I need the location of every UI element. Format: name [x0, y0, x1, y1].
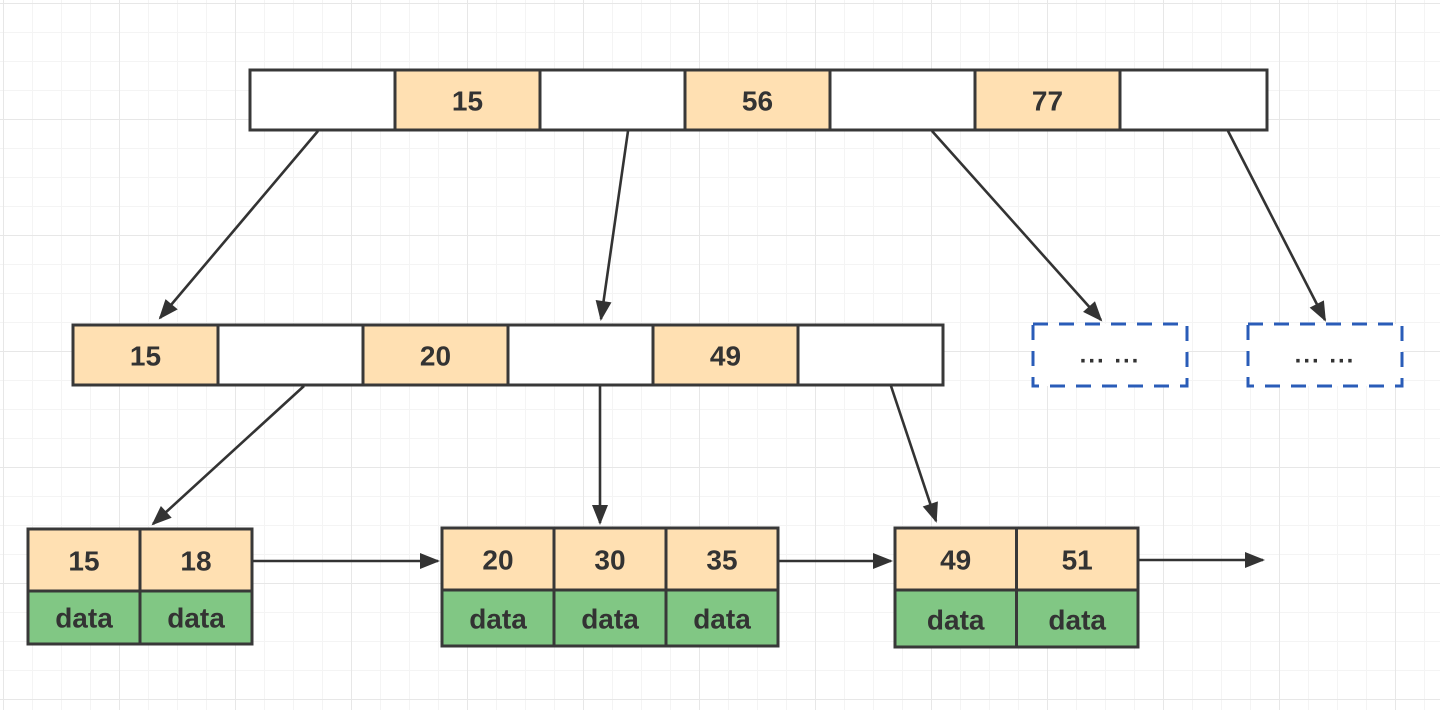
leaf-data-label: data: [55, 603, 113, 634]
pointer-arrow-root-to-overflow-1: [931, 130, 1103, 322]
leaf-key-label: 35: [706, 545, 737, 576]
root-pointer-cell: [538, 68, 687, 132]
leaf-data-label: data: [469, 604, 527, 635]
leaf-data-cell: [1015, 588, 1140, 649]
root-pointer-cell: [828, 68, 977, 132]
leaf-node-1: 15 18 data data: [26, 527, 254, 646]
overflow-box: [1246, 322, 1404, 388]
internal-key-cell: [361, 323, 510, 387]
root-key-label: 77: [1032, 86, 1063, 117]
pointer-arrow-root-to-overflow-2: [1226, 130, 1327, 322]
leaf-key-cell: [1015, 526, 1140, 592]
internal-key-label: 20: [420, 341, 451, 372]
overflow-node-2: ... ...: [1246, 322, 1404, 388]
leaf-key-label: 18: [180, 546, 211, 577]
root-pointer-cell: [1118, 68, 1269, 132]
leaf-node-2: 20 30 35 data data data: [440, 526, 780, 648]
pointer-arrow-internal-to-leaf-1: [151, 385, 305, 526]
root-key-cell: [683, 68, 832, 132]
internal-pointer-cell: [216, 323, 365, 387]
pointer-arrow-internal-to-leaf-3: [889, 385, 938, 523]
overflow-node-1: ... ...: [1031, 322, 1189, 388]
leaf-data-label: data: [693, 604, 751, 635]
internal-node: 15 20 49: [71, 323, 945, 387]
leaf-key-label: 15: [68, 546, 99, 577]
leaf-data-cell: [138, 589, 254, 646]
overflow-box: [1031, 322, 1189, 388]
internal-key-label: 15: [130, 341, 161, 372]
leaf-data-label: data: [1048, 605, 1106, 636]
leaf-data-label: data: [581, 604, 639, 635]
leaf-key-cell: [893, 526, 1018, 592]
root-key-label: 15: [452, 86, 483, 117]
leaf-key-cell: [26, 527, 142, 593]
overflow-label: ... ...: [1080, 342, 1141, 369]
leaf-data-cell: [664, 588, 780, 648]
leaf-node-3: 49 51 data data: [893, 526, 1140, 649]
root-key-cell: [393, 68, 542, 132]
leaf-key-label: 51: [1062, 545, 1093, 576]
leaf-key-label: 20: [482, 545, 513, 576]
pointer-arrow-root-to-internal: [158, 130, 319, 320]
root-node: 15 56 77: [248, 68, 1269, 132]
internal-key-label: 49: [710, 341, 741, 372]
root-key-cell: [973, 68, 1122, 132]
overflow-label: ... ...: [1295, 342, 1356, 369]
root-pointer-cell: [248, 68, 397, 132]
internal-pointer-cell: [506, 323, 655, 387]
leaf-data-cell: [552, 588, 668, 648]
leaf-data-cell: [440, 588, 556, 648]
leaf-data-label: data: [927, 605, 985, 636]
internal-pointer-cell: [796, 323, 945, 387]
internal-key-cell: [651, 323, 800, 387]
leaf-data-cell: [893, 588, 1018, 649]
leaf-data-cell: [26, 589, 142, 646]
root-key-label: 56: [742, 86, 773, 117]
leaf-data-label: data: [167, 603, 225, 634]
leaf-key-label: 30: [594, 545, 625, 576]
leaf-key-cell: [138, 527, 254, 593]
leaf-key-label: 49: [940, 545, 971, 576]
pointer-arrow-root-to-internal: [595, 130, 630, 321]
